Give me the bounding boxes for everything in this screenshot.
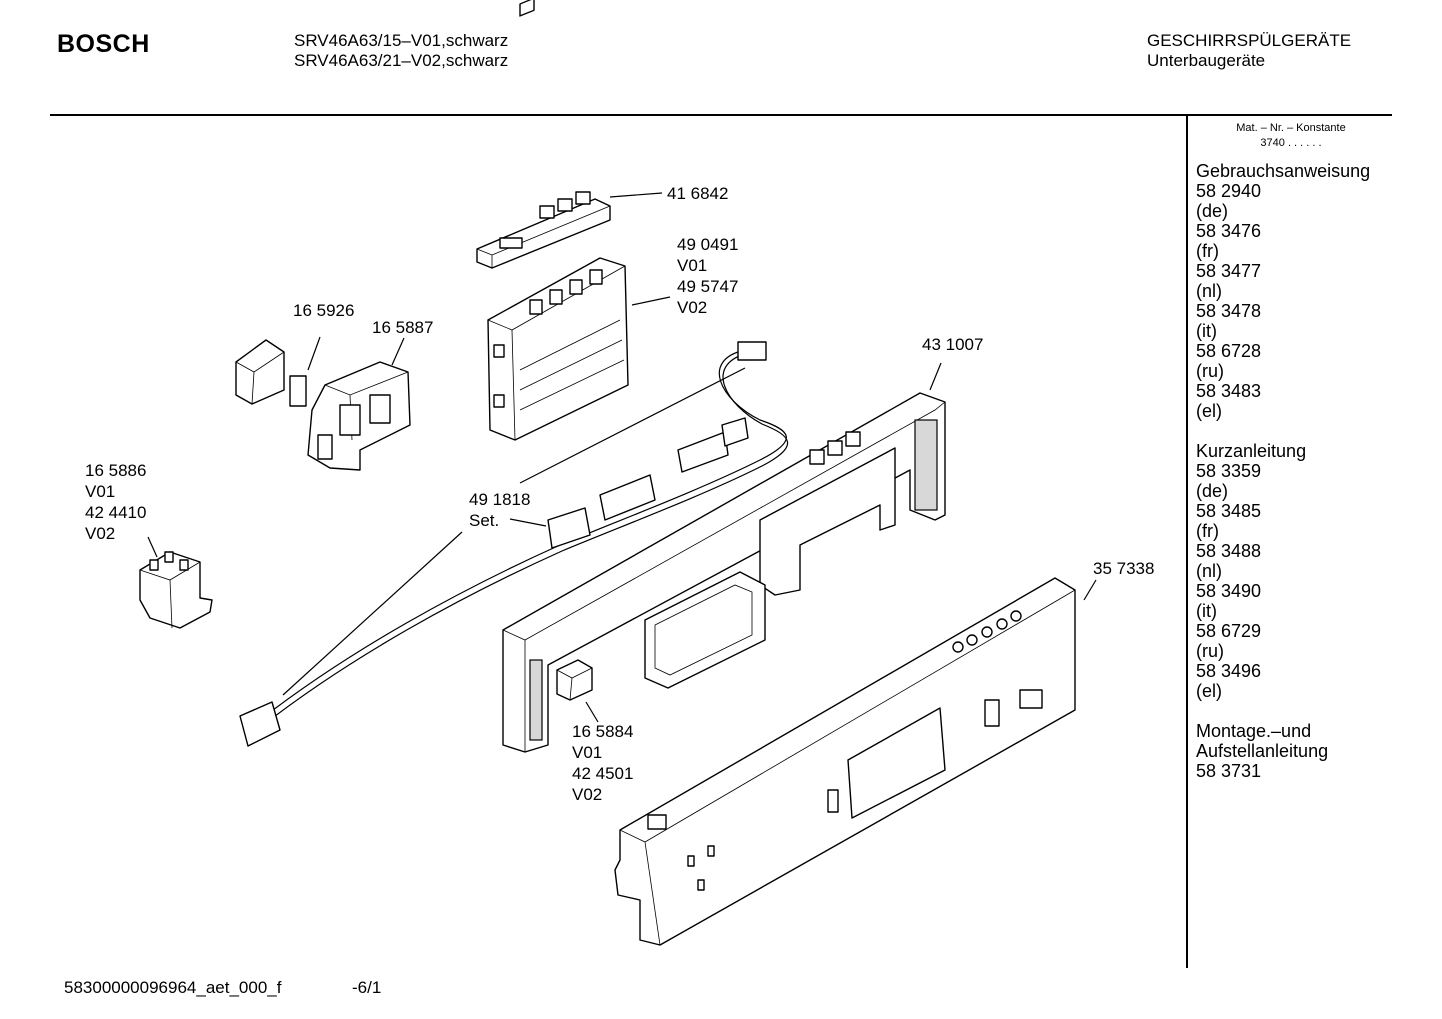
- doc-line: (nl): [1196, 281, 1222, 301]
- doc-line: (de): [1196, 481, 1229, 501]
- label-line: 49 0491: [677, 235, 739, 254]
- label-431007: 43 1007: [922, 335, 984, 354]
- doc-line: (de): [1196, 201, 1229, 221]
- document-id: 58300000096964_aet_000_f: [64, 978, 282, 997]
- label-line: 49 5747: [677, 277, 739, 296]
- subcategory-title: Unterbaugeräte: [1147, 51, 1266, 70]
- doc-line: 58 3490: [1196, 581, 1262, 601]
- doc-line: 58 3478: [1196, 301, 1262, 321]
- label-line: V01: [572, 743, 603, 762]
- doc-line: Kurzanleitung: [1196, 441, 1307, 461]
- label-line: V02: [85, 524, 116, 543]
- label-490491: 49 0491 V01 49 5747 V02: [677, 234, 738, 318]
- label-line: 42 4501: [572, 764, 634, 783]
- doc-line: (it): [1196, 601, 1217, 621]
- label-line: V01: [677, 256, 708, 275]
- sidebar-divider: [1186, 116, 1188, 968]
- brand-logo: BOSCH: [57, 30, 150, 58]
- label-line: Set.: [469, 511, 500, 530]
- button-strip-part: [476, 0, 611, 269]
- doc-line: (ru): [1196, 361, 1224, 381]
- model-line-1: SRV46A63/15–V01,schwarz: [294, 31, 509, 50]
- constant-label: Mat. – Nr. – Konstante: [1236, 122, 1346, 134]
- control-module-part: [487, 257, 629, 441]
- doc-line: Montage.–und: [1196, 721, 1312, 741]
- handle-part: [644, 571, 766, 689]
- doc-line: 58 3483: [1196, 381, 1262, 401]
- doc-line: 58 3485: [1196, 501, 1262, 521]
- label-line: 49 1818: [469, 490, 531, 509]
- relay-block-part: [139, 551, 213, 629]
- doc-line: 58 3488: [1196, 541, 1262, 561]
- doc-line: Gebrauchsanweisung: [1196, 161, 1371, 181]
- small-block-part: [556, 659, 593, 701]
- label-165886: 16 5886 V01 42 4410 V02: [85, 460, 146, 544]
- doc-line: 58 3476: [1196, 221, 1262, 241]
- document-list: Gebrauchsanweisung 58 2940 (de) 58 3476 …: [1196, 161, 1370, 781]
- doc-line: (fr): [1196, 521, 1219, 541]
- label-357338: 35 7338: [1093, 559, 1155, 578]
- switch-assembly-part: [307, 361, 411, 471]
- label-491818: 49 1818 Set.: [469, 489, 530, 531]
- label-line: V02: [572, 785, 603, 804]
- label-line: 16 5886: [85, 461, 147, 480]
- doc-line: 58 6728: [1196, 341, 1262, 361]
- doc-line: Aufstellanleitung: [1196, 741, 1329, 761]
- label-165884: 16 5884 V01 42 4501 V02: [572, 721, 633, 805]
- model-line-2: SRV46A63/21–V02,schwarz: [294, 51, 509, 70]
- doc-line: (el): [1196, 401, 1222, 421]
- label-416842: 41 6842: [667, 184, 729, 203]
- doc-line: 58 2940: [1196, 181, 1262, 201]
- doc-line: (nl): [1196, 561, 1222, 581]
- category-title: GESCHIRRSPÜLGERÄTE: [1147, 31, 1352, 50]
- label-line: 42 4410: [85, 503, 147, 522]
- cover-clip-part: [235, 339, 307, 407]
- doc-line: 58 3477: [1196, 261, 1262, 281]
- doc-line: 58 6729: [1196, 621, 1262, 641]
- leader-lines: [147, 192, 1097, 723]
- header-divider: [50, 114, 1392, 116]
- cable-harness-part: [239, 341, 789, 747]
- label-165887: 16 5887: [372, 318, 434, 337]
- doc-line: (el): [1196, 681, 1222, 701]
- label-line: V01: [85, 482, 116, 501]
- doc-line: 58 3359: [1196, 461, 1262, 481]
- label-line: 16 5884: [572, 722, 634, 741]
- doc-line: (fr): [1196, 241, 1219, 261]
- doc-line: 58 3496: [1196, 661, 1262, 681]
- page-number: -6/1: [352, 978, 382, 997]
- rear-panel-part: [614, 577, 1076, 946]
- panel-frame-part: [502, 392, 946, 753]
- label-line: V02: [677, 298, 708, 317]
- doc-line: (it): [1196, 321, 1217, 341]
- constant-value: 3740 . . . . . .: [1260, 137, 1322, 149]
- doc-line: 58 3731: [1196, 761, 1262, 781]
- label-165926: 16 5926: [293, 301, 355, 320]
- doc-line: (ru): [1196, 641, 1224, 661]
